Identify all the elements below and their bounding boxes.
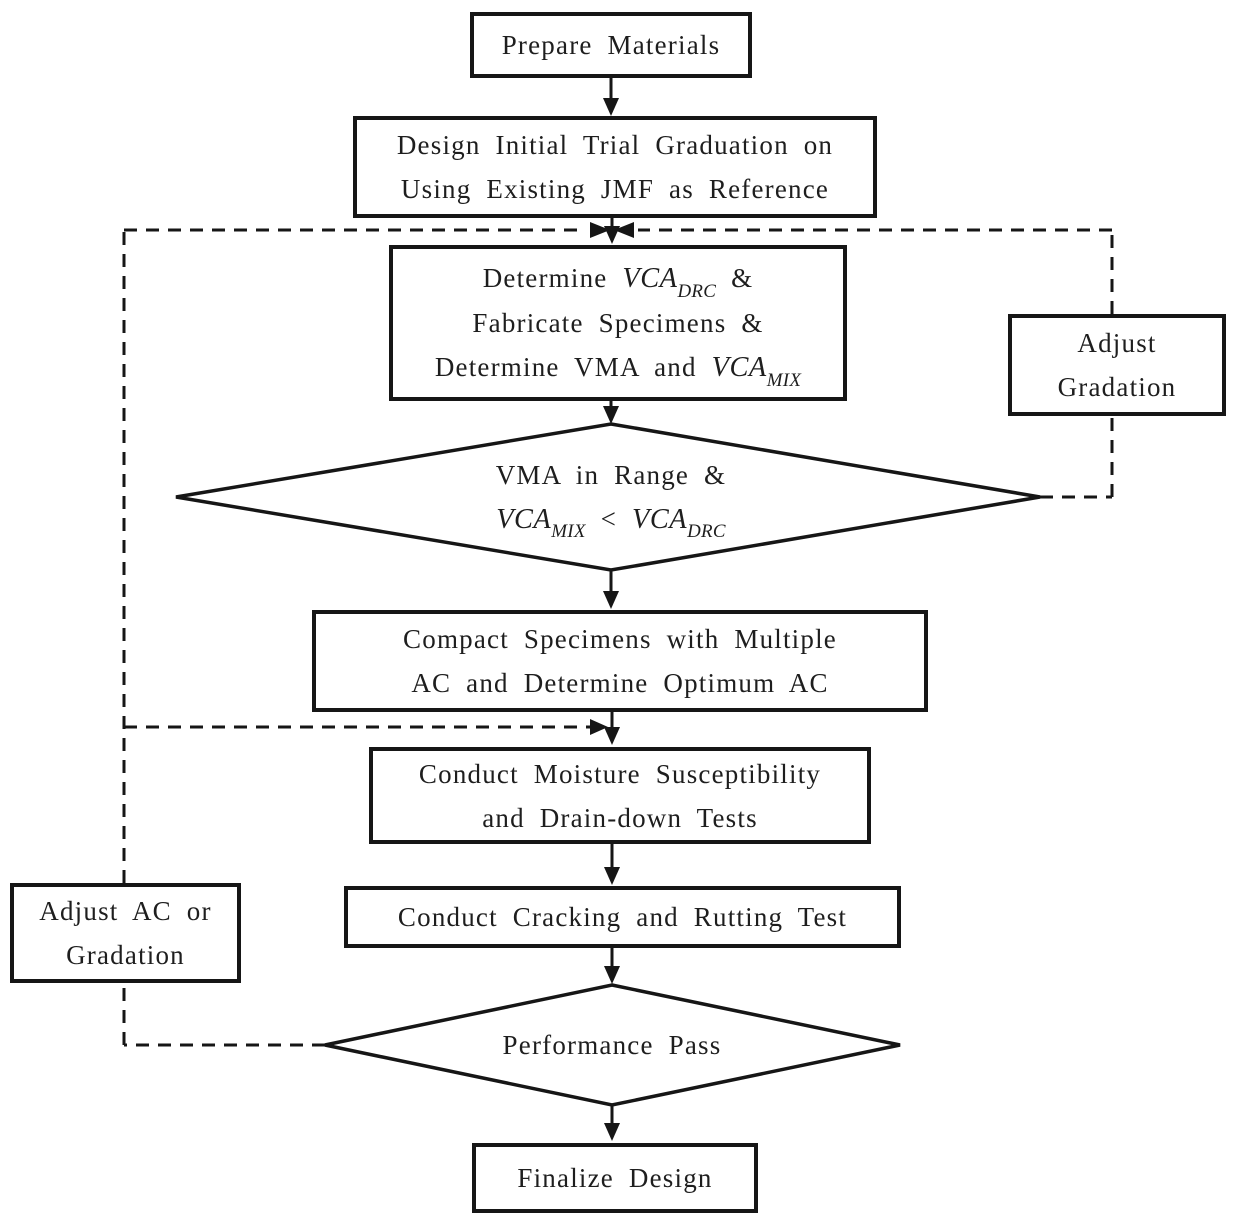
- arrowheads: [590, 98, 634, 1141]
- edge-performance-to-adjust-ac: [122, 983, 325, 1047]
- node-determine-vca: Determine VCADRC &Fabricate Specimens &D…: [389, 245, 847, 401]
- node-prepare-materials: Prepare Materials: [470, 12, 752, 78]
- edge-vma-decision-to-adjust-gradation: [1040, 416, 1114, 499]
- node-vma-decision-label: VMA in Range &VCAMIX < VCADRC: [495, 459, 727, 543]
- node-cracking-rutting: Conduct Cracking and Rutting Test: [344, 886, 901, 948]
- node-performance-pass-label: Performance Pass: [502, 1030, 722, 1060]
- vma-decision-diamond: [175, 422, 1041, 572]
- performance-pass-diamond: [324, 983, 901, 1107]
- node-finalize-design: Finalize Design: [472, 1143, 758, 1213]
- edge-adjust-gradation-to-top-junction: [638, 228, 1114, 314]
